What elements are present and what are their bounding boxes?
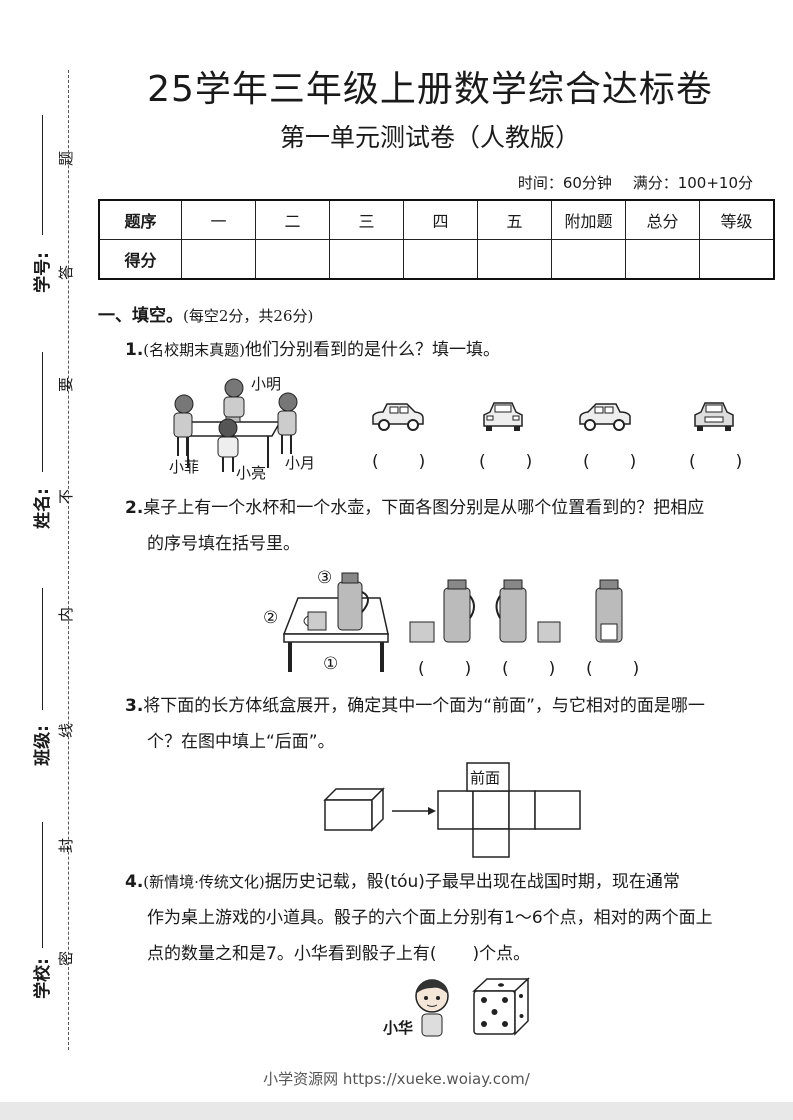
- car-side-view-right: [579, 403, 631, 431]
- question-text-line2: 的序号填在括号里。: [147, 534, 300, 554]
- fold-char: 密: [57, 950, 76, 967]
- section-note: (每空2分，共26分): [183, 307, 314, 325]
- car-back-view: [694, 402, 734, 431]
- boy-xiaohua-illustration: [415, 979, 449, 1037]
- bottom-bar: [0, 1102, 793, 1120]
- label-xiaohua: 小华: [383, 1019, 414, 1037]
- class-field-line[interactable]: [42, 588, 43, 710]
- question-number: 4.: [125, 872, 144, 892]
- exam-meta: 时间：60分钟 满分：100+10分: [502, 172, 753, 193]
- name-label: 姓名:: [32, 488, 53, 529]
- answer-blank[interactable]: ( ): [479, 452, 535, 472]
- question-text-line1: 将下面的长方体纸盒展开，确定其中一个面为“前面”，与它相对的面是哪一: [143, 696, 705, 716]
- score-cell[interactable]: [403, 239, 478, 280]
- score-cell[interactable]: [181, 239, 256, 280]
- position-marker-3: ③: [317, 568, 333, 588]
- name-field-line[interactable]: [42, 352, 43, 472]
- label-xiaofei: 小菲: [169, 458, 200, 476]
- fold-char: 不: [57, 488, 76, 505]
- car-side-view-left: [372, 403, 424, 431]
- score-cell[interactable]: [699, 239, 775, 280]
- dice-icon: [472, 977, 530, 1036]
- student-id-label: 学号:: [32, 252, 53, 293]
- answer-blank[interactable]: ( ): [689, 452, 745, 472]
- score-table: 题序 一 二 三 四 五 附加题 总分 等级 得分: [98, 199, 775, 280]
- score-cell[interactable]: [625, 239, 700, 280]
- question-text-line1: 据历史记载，骰(tóu)子最早出现在战国时期，现在通常: [264, 872, 680, 892]
- section-heading: 一、填空。(每空2分，共26分): [98, 301, 313, 326]
- answer-blank[interactable]: ( ): [502, 659, 558, 679]
- cuboid-box-icon: [323, 787, 385, 832]
- q2-table-cup-kettle-illustration: [282, 572, 389, 672]
- label-xiaoyue: 小月: [285, 454, 316, 472]
- score-col: 附加题: [551, 199, 626, 240]
- score-table-header-row: 题序 一 二 三 四 五 附加题 总分 等级: [98, 199, 775, 240]
- score-col: 一: [181, 199, 256, 240]
- school-field-line[interactable]: [42, 822, 43, 948]
- page-subtitle: 第一单元测试卷（人教版）: [279, 123, 580, 152]
- label-xiaoming: 小明: [251, 375, 282, 393]
- score-cell[interactable]: [551, 239, 626, 280]
- position-marker-2: ②: [263, 608, 279, 628]
- fold-char: 答: [57, 264, 76, 281]
- question-2: 2.桌子上有一个水杯和一个水壶，下面各图分别是从哪个位置看到的？把相应 的序号填…: [125, 490, 765, 562]
- q2-view-a: [409, 579, 475, 643]
- school-label: 学校:: [32, 958, 53, 999]
- student-id-field-line[interactable]: [42, 115, 43, 235]
- box-net-diagram: [437, 762, 581, 858]
- page-title: 25学年三年级上册数学综合达标卷: [147, 69, 713, 110]
- fold-line: [68, 70, 69, 1050]
- fold-char: 线: [57, 722, 76, 739]
- question-1: 1.(名校期末真题)他们分别看到的是什么？填一填。: [125, 332, 500, 368]
- q2-view-c: [595, 579, 623, 643]
- arrow-right-icon: [392, 807, 436, 815]
- question-number: 3.: [125, 696, 144, 716]
- score-cell[interactable]: [255, 239, 330, 280]
- score-cell[interactable]: [477, 239, 552, 280]
- footer-watermark: 小学资源网 https://xueke.woiay.com/: [263, 1070, 530, 1088]
- q1-children-table-illustration: [173, 378, 298, 472]
- class-label: 班级:: [32, 725, 53, 766]
- question-number: 1.: [125, 340, 144, 360]
- question-4: 4.(新情境·传统文化)据历史记载，骰(tóu)子最早出现在战国时期，现在通常 …: [125, 864, 765, 972]
- score-col: 四: [403, 199, 478, 240]
- score-col: 总分: [625, 199, 700, 240]
- question-tag: (名校期末真题): [143, 341, 246, 359]
- q2-view-b: [495, 579, 561, 643]
- question-3: 3.将下面的长方体纸盒展开，确定其中一个面为“前面”，与它相对的面是哪一 个？在…: [125, 688, 765, 760]
- score-col: 等级: [699, 199, 775, 240]
- score-table-score-row: 得分: [98, 239, 775, 280]
- question-text-line1: 桌子上有一个水杯和一个水壶，下面各图分别是从哪个位置看到的？把相应: [143, 498, 705, 518]
- score-row-label: 得分: [98, 239, 182, 280]
- time-limit: 时间：60分钟: [517, 174, 612, 192]
- question-text: 他们分别看到的是什么？填一填。: [245, 340, 501, 360]
- fold-char: 内: [57, 606, 76, 623]
- position-marker-1: ①: [323, 654, 339, 674]
- score-col: 二: [255, 199, 330, 240]
- score-cell[interactable]: [329, 239, 404, 280]
- score-col: 五: [477, 199, 552, 240]
- car-front-view: [483, 402, 523, 431]
- score-col-label: 题序: [98, 199, 182, 240]
- fold-char: 封: [57, 837, 76, 854]
- fold-char: 要: [57, 376, 76, 393]
- question-text-line3b: )个点。: [472, 944, 531, 964]
- label-xiaoliang: 小亮: [236, 464, 267, 482]
- answer-blank[interactable]: ( ): [418, 659, 474, 679]
- question-text-line2: 个？在图中填上“后面”。: [147, 732, 335, 752]
- score-col: 三: [329, 199, 404, 240]
- answer-blank[interactable]: ( ): [586, 659, 642, 679]
- question-text-line2: 作为桌上游戏的小道具。骰子的六个面上分别有1～6个点，相对的两个面上: [147, 908, 713, 928]
- full-score: 满分：100+10分: [632, 174, 753, 192]
- section-title: 一、填空。: [98, 306, 183, 326]
- answer-blank[interactable]: ( ): [372, 452, 428, 472]
- question-number: 2.: [125, 498, 144, 518]
- front-face-label: 前面: [470, 769, 501, 787]
- question-text-line3a: 点的数量之和是7。小华看到骰子上有(: [147, 944, 437, 964]
- question-tag: (新情境·传统文化): [143, 873, 265, 891]
- answer-blank[interactable]: ( ): [583, 452, 639, 472]
